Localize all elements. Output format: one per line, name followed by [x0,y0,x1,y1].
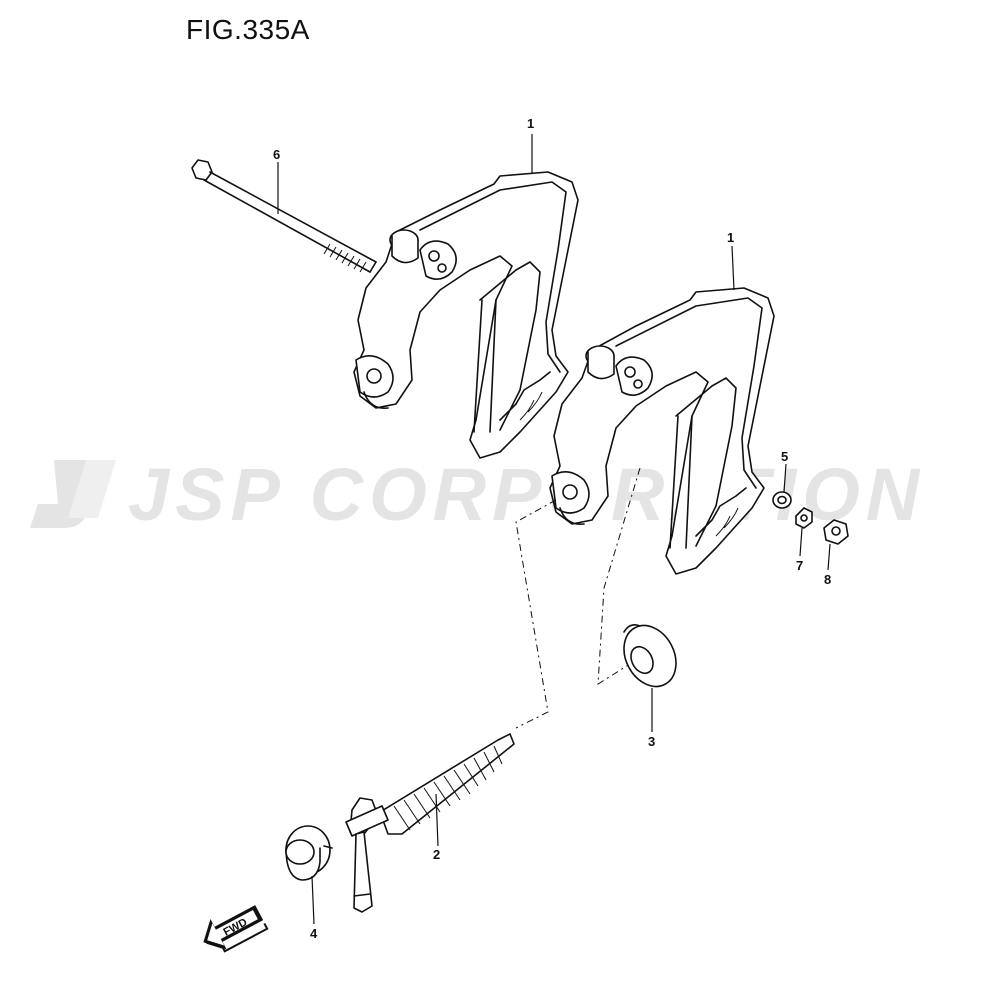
callout-bracket-lower: 1 [727,230,734,245]
clamp-screw-part-2 [345,733,515,913]
bracket-upper-part-1 [353,171,579,459]
bolt-part-6 [191,159,377,273]
callout-washer: 5 [781,449,788,464]
callout-bracket-upper: 1 [527,116,534,131]
hardware-parts-5-7-8 [772,491,849,545]
clamp-pad-part-3 [623,624,677,688]
callout-nut: 8 [824,572,831,587]
fwd-arrow-icon: FWD [203,905,269,953]
fwd-arrow-label: FWD [222,916,250,938]
watermark-logo-icon [30,460,116,528]
callout-clamp-screw: 2 [433,847,440,862]
cap-part-4 [285,825,333,881]
callout-cap: 4 [310,926,318,941]
bracket-lower-part-1 [549,287,775,575]
callout-washer-small: 7 [796,558,803,573]
leader-lines [277,134,831,925]
callout-bolt: 6 [273,147,280,162]
figure-title: FIG.335A [186,14,310,45]
alignment-line-pad [597,467,641,685]
callout-clamp-pad: 3 [648,734,655,749]
alignment-line-screw [515,499,557,729]
